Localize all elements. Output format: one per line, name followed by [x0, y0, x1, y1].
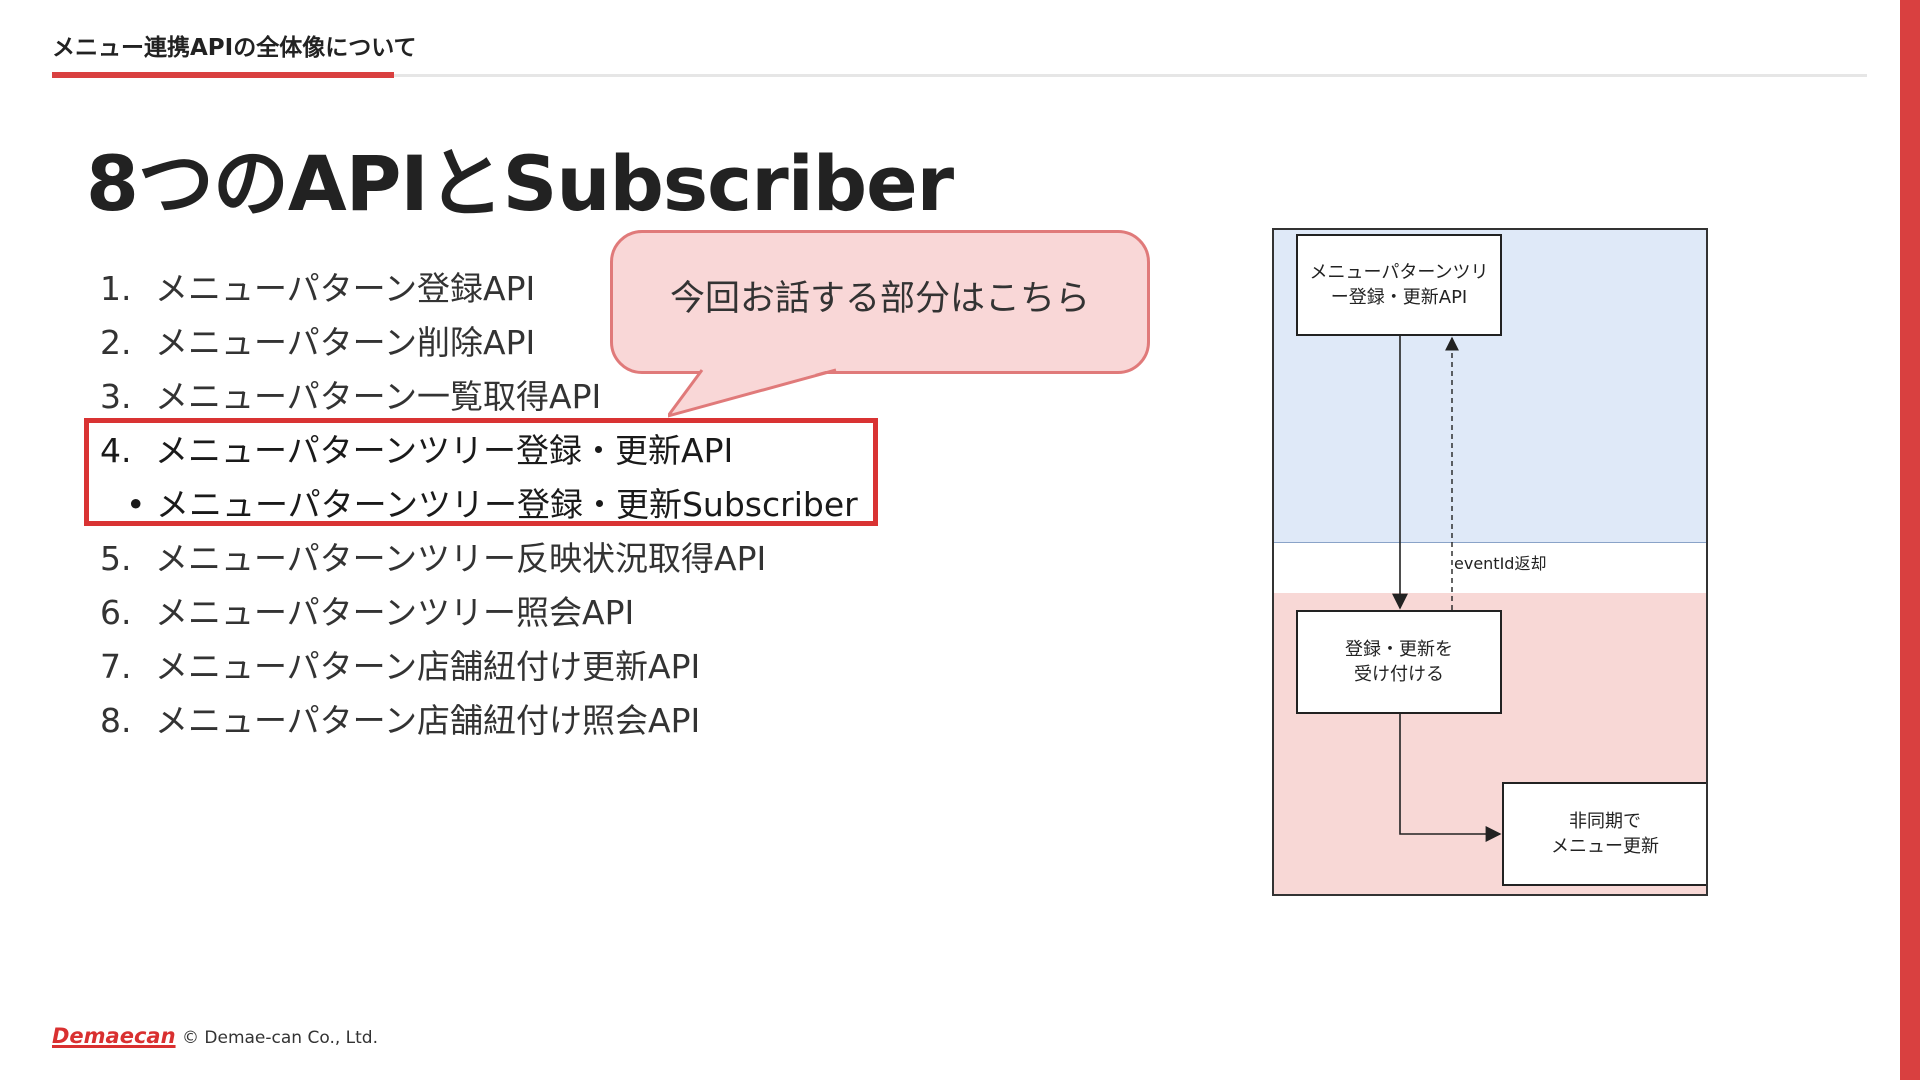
list-number: 7.	[100, 647, 132, 686]
async-update-node: 非同期で メニュー更新	[1502, 782, 1706, 886]
sequence-diagram: メニューパターンツリ ー登録・更新API 登録・更新を 受け付ける 非同期で メ…	[1272, 228, 1708, 896]
list-label: メニューパターン店舗紐付け更新API	[155, 647, 701, 686]
node-text: メニューパターンツリ	[1309, 261, 1489, 283]
api-list-item: 2. メニューパターン削除API	[100, 316, 535, 364]
api-list-item: 5. メニューパターンツリー反映状況取得API	[100, 532, 766, 580]
header-accent-bar	[52, 72, 394, 78]
list-label: メニューパターン店舗紐付け照会API	[155, 701, 701, 740]
api-list-item: 6. メニューパターンツリー照会API	[100, 586, 634, 634]
list-label: メニューパターンツリー反映状況取得API	[155, 539, 767, 578]
slide-title: 8つのAPIとSubscriber	[86, 139, 954, 228]
api-list-item: 8. メニューパターン店舗紐付け照会API	[100, 694, 700, 742]
callout-text: 今回お話する部分はこちら	[669, 279, 1090, 319]
api-sub-item: • メニューパターンツリー登録・更新Subscriber	[126, 478, 858, 526]
edge-label: eventId返却	[1454, 554, 1547, 573]
header-divider	[52, 74, 1867, 77]
tree-api-node: メニューパターンツリ ー登録・更新API	[1296, 234, 1502, 336]
node-text: ー登録・更新API	[1330, 287, 1468, 308]
node-text: メニュー更新	[1551, 836, 1659, 857]
section-title: メニュー連携APIの全体像について	[52, 35, 417, 61]
api-list-item: 1. メニューパターン登録API	[100, 262, 535, 310]
accept-node: 登録・更新を 受け付ける	[1296, 610, 1502, 714]
list-number: 3.	[100, 377, 132, 416]
node-text: 登録・更新を	[1345, 638, 1453, 660]
list-label: メニューパターンツリー登録・更新API	[155, 431, 734, 470]
async-arrow	[1399, 714, 1502, 842]
list-number: 5.	[100, 539, 132, 578]
diagram-connectors	[1392, 336, 1502, 842]
sub-item-label: メニューパターンツリー登録・更新Subscriber	[155, 485, 858, 524]
list-number: 4.	[100, 431, 132, 470]
list-number: 8.	[100, 701, 132, 740]
api-list-item-highlighted: 4. メニューパターンツリー登録・更新API	[100, 424, 733, 472]
node-text: 受け付ける	[1354, 664, 1444, 685]
company-logo: Demaecan	[52, 1024, 176, 1048]
bullet: •	[126, 485, 146, 524]
callout-tail	[668, 368, 837, 418]
list-number: 6.	[100, 593, 132, 632]
list-number: 1.	[100, 269, 132, 308]
highlight-box	[84, 418, 878, 526]
node-text: 非同期で	[1569, 810, 1641, 832]
right-edge-bar	[1900, 0, 1920, 1080]
list-label: メニューパターン登録API	[155, 269, 536, 308]
list-label: メニューパターン削除API	[155, 323, 536, 362]
list-number: 2.	[100, 323, 132, 362]
list-label: メニューパターンツリー照会API	[155, 593, 635, 632]
copyright-text: © Demae-can Co., Ltd.	[182, 1028, 378, 1048]
api-list-item: 3. メニューパターン一覧取得API	[100, 370, 601, 418]
list-label: メニューパターン一覧取得API	[155, 377, 602, 416]
callout-bubble	[610, 230, 1150, 374]
api-list-item: 7. メニューパターン店舗紐付け更新API	[100, 640, 700, 688]
